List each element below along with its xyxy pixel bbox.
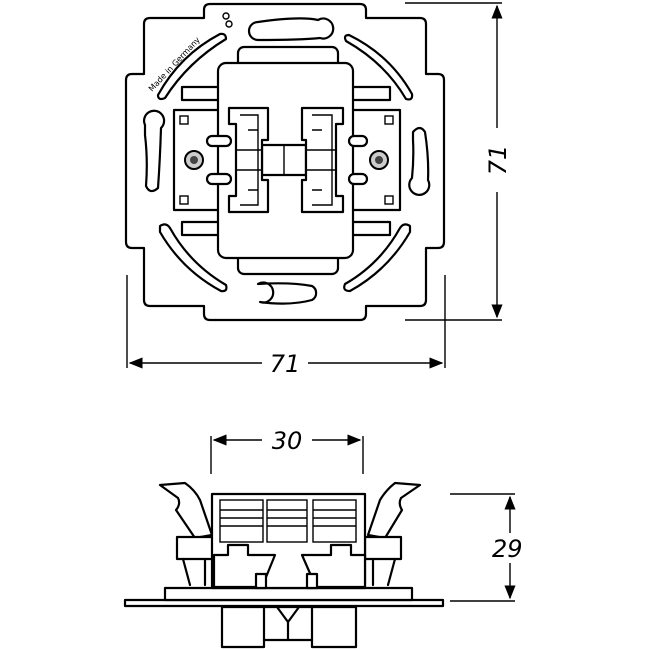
slot-arc-bottom-left [158, 223, 228, 293]
dimension-height: 71 [405, 2, 512, 321]
slot-left [143, 109, 166, 193]
dimension-width: 71 [126, 275, 446, 378]
side-width-dimension-label: 30 [272, 427, 303, 455]
slot-arc-top-right [343, 33, 414, 101]
slot-bottom [256, 281, 318, 305]
manufacturer-logo [222, 12, 233, 28]
rocker-right [300, 106, 345, 214]
terminal-right [310, 605, 358, 649]
slot-right [408, 126, 431, 196]
side-view [123, 481, 445, 649]
claw-right [366, 481, 422, 540]
dimension-side-width: 30 [210, 427, 364, 474]
base [163, 586, 414, 602]
width-dimension-label: 71 [270, 350, 301, 378]
terminal-left [220, 605, 266, 649]
mounting-plate-outline [124, 2, 446, 322]
depth-dimension-label: 29 [492, 535, 523, 563]
louvers [219, 499, 357, 543]
slot-arc-top-left [156, 32, 228, 101]
slot-arc-bottom-right [343, 223, 412, 293]
slot-top [247, 17, 335, 42]
claw-left [158, 481, 214, 540]
height-dimension-label: 71 [484, 145, 512, 176]
dimension-depth: 29 [450, 493, 523, 602]
top-view: Made in Germany [124, 2, 446, 322]
